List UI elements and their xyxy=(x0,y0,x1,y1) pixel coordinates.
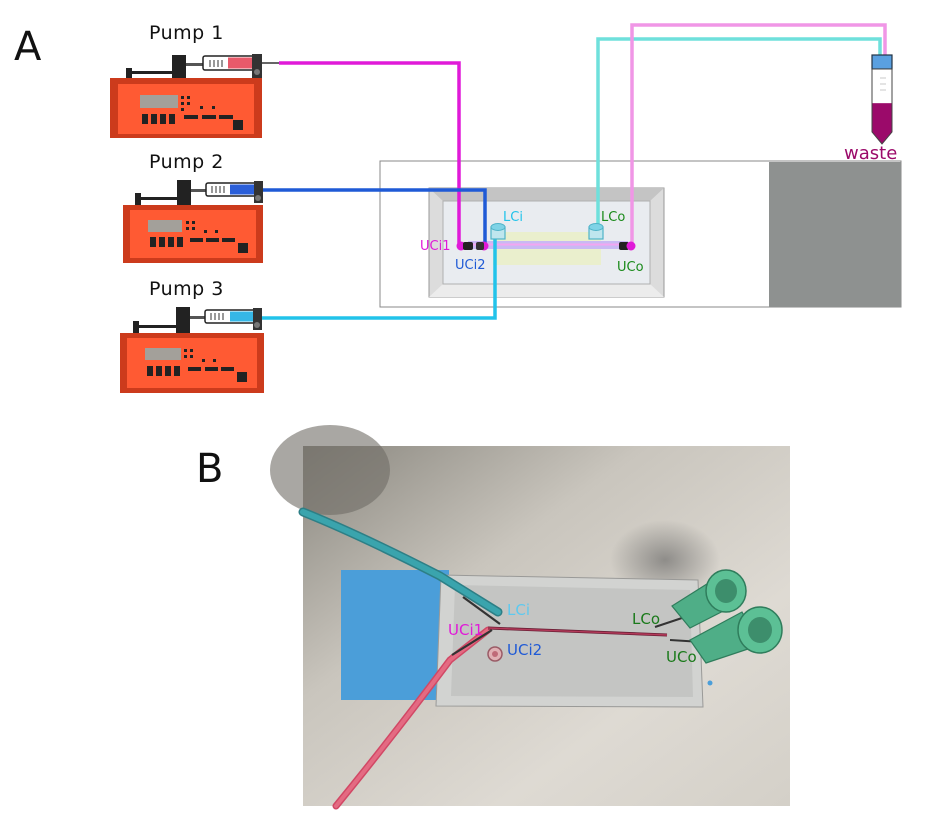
photo-label-uco: UCo xyxy=(666,648,697,666)
pump-2 xyxy=(123,180,263,263)
pump-1 xyxy=(110,54,279,138)
blue-tape xyxy=(341,570,449,700)
pump-1-label: Pump 1 xyxy=(149,22,224,44)
label-uci1: UCi1 xyxy=(420,239,450,254)
outlet-tubing-upper xyxy=(630,23,887,246)
tubing-pump-1 xyxy=(279,61,461,246)
pump-2-label: Pump 2 xyxy=(149,151,224,173)
waste-label: waste xyxy=(844,143,897,164)
label-lci: LCi xyxy=(503,210,523,225)
panel-b-letter: B xyxy=(196,446,224,492)
photo-needle-hubs xyxy=(654,569,783,664)
photo-label-uci2: UCi2 xyxy=(507,641,542,659)
photo-label-uci1: UCi1 xyxy=(448,621,483,639)
port-uco xyxy=(619,241,636,251)
tubing-pump-3 xyxy=(262,232,497,320)
label-uci2: UCi2 xyxy=(455,258,485,273)
panel-a-letter: A xyxy=(14,24,42,70)
port-lco xyxy=(588,223,604,240)
port-uci1 xyxy=(456,241,473,251)
label-uco: UCo xyxy=(617,260,644,275)
port-uci2 xyxy=(476,241,489,251)
port-lci xyxy=(490,223,506,240)
label-lco: LCo xyxy=(601,210,625,225)
photo-panel xyxy=(270,425,790,810)
pump-3 xyxy=(120,307,264,393)
grey-block xyxy=(769,162,901,307)
photo-label-lco: LCo xyxy=(632,610,660,628)
outlet-tubing-lower xyxy=(596,37,882,228)
waste-tube xyxy=(871,54,893,145)
pump-3-label: Pump 3 xyxy=(149,278,224,300)
tubing-pump-2 xyxy=(263,188,487,246)
photo-label-lci: LCi xyxy=(507,601,530,619)
